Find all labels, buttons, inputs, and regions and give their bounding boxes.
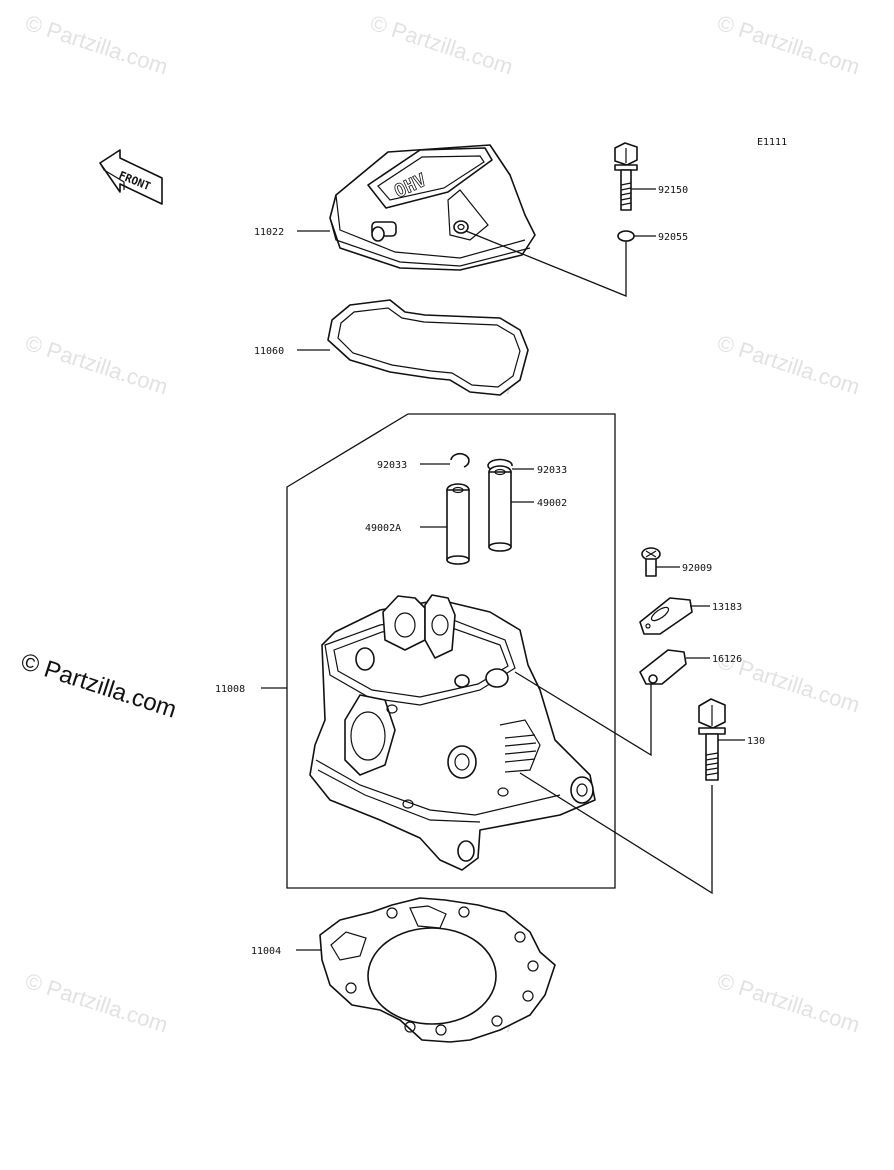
callout-11060: 11060 <box>254 346 284 357</box>
front-arrow-icon: FRONT <box>99 149 163 205</box>
callout-16126: 16126 <box>712 654 742 665</box>
callout-11022: 11022 <box>254 227 284 238</box>
callout-11008: 11008 <box>215 684 245 695</box>
head-frame <box>286 413 616 889</box>
callout-92033-left: 92033 <box>377 460 407 471</box>
screw-92009 <box>641 547 661 577</box>
o-ring-92055 <box>617 230 635 242</box>
plate-13183 <box>639 597 693 635</box>
bolt-92150 <box>614 142 638 211</box>
callout-92055: 92055 <box>658 232 688 243</box>
valve-guide-49002a <box>446 483 470 565</box>
leader-lines <box>261 188 745 951</box>
clip-92033-a <box>450 452 470 468</box>
callout-49002a: 49002A <box>365 523 401 534</box>
callout-13183: 13183 <box>712 602 742 613</box>
gasket-16126 <box>639 649 687 685</box>
callout-92150: 92150 <box>658 185 688 196</box>
valve-guide-49002 <box>488 465 512 552</box>
callout-11004: 11004 <box>251 946 281 957</box>
callout-92009: 92009 <box>682 563 712 574</box>
cylinder-head-cover: OHV <box>329 144 536 271</box>
callout-92033-right: 92033 <box>537 465 567 476</box>
diagram-code: E1111 <box>757 137 787 148</box>
head-cover-gasket <box>327 299 529 396</box>
bolt-130 <box>698 698 726 781</box>
callout-130: 130 <box>747 736 765 747</box>
callout-49002: 49002 <box>537 498 567 509</box>
cylinder-head-gasket <box>319 897 556 1043</box>
cylinder-head <box>309 594 596 871</box>
